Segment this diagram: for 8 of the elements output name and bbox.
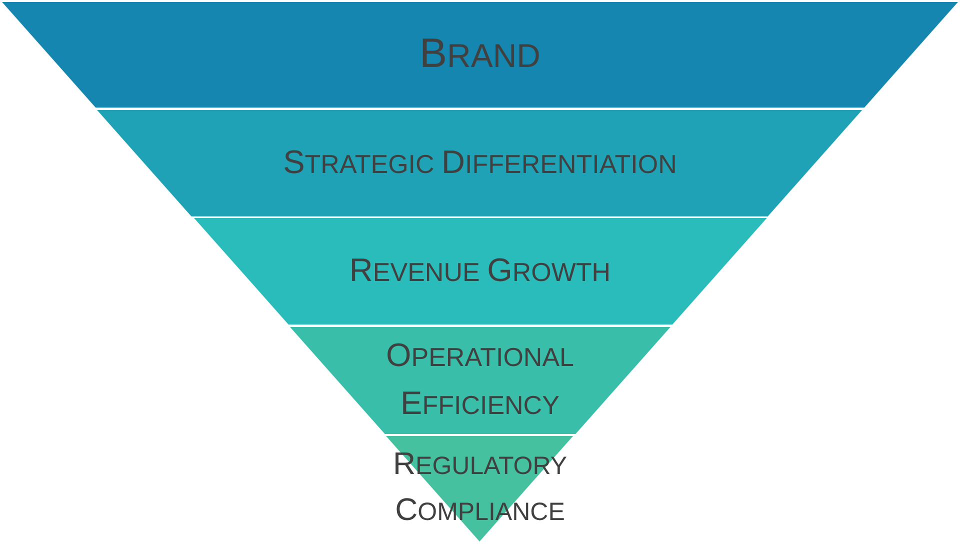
funnel-band (290, 326, 670, 434)
band-title: OPERATIONAL EFFICIENCY (384, 336, 576, 423)
funnel-band (194, 218, 766, 324)
band-title: STRATEGIC DIFFERENTIATION (283, 142, 677, 182)
funnel-band (97, 110, 863, 216)
band-title: BRAND (419, 31, 541, 78)
funnel-band (2, 2, 958, 108)
band-title: REVENUE GROWTH (349, 251, 611, 290)
